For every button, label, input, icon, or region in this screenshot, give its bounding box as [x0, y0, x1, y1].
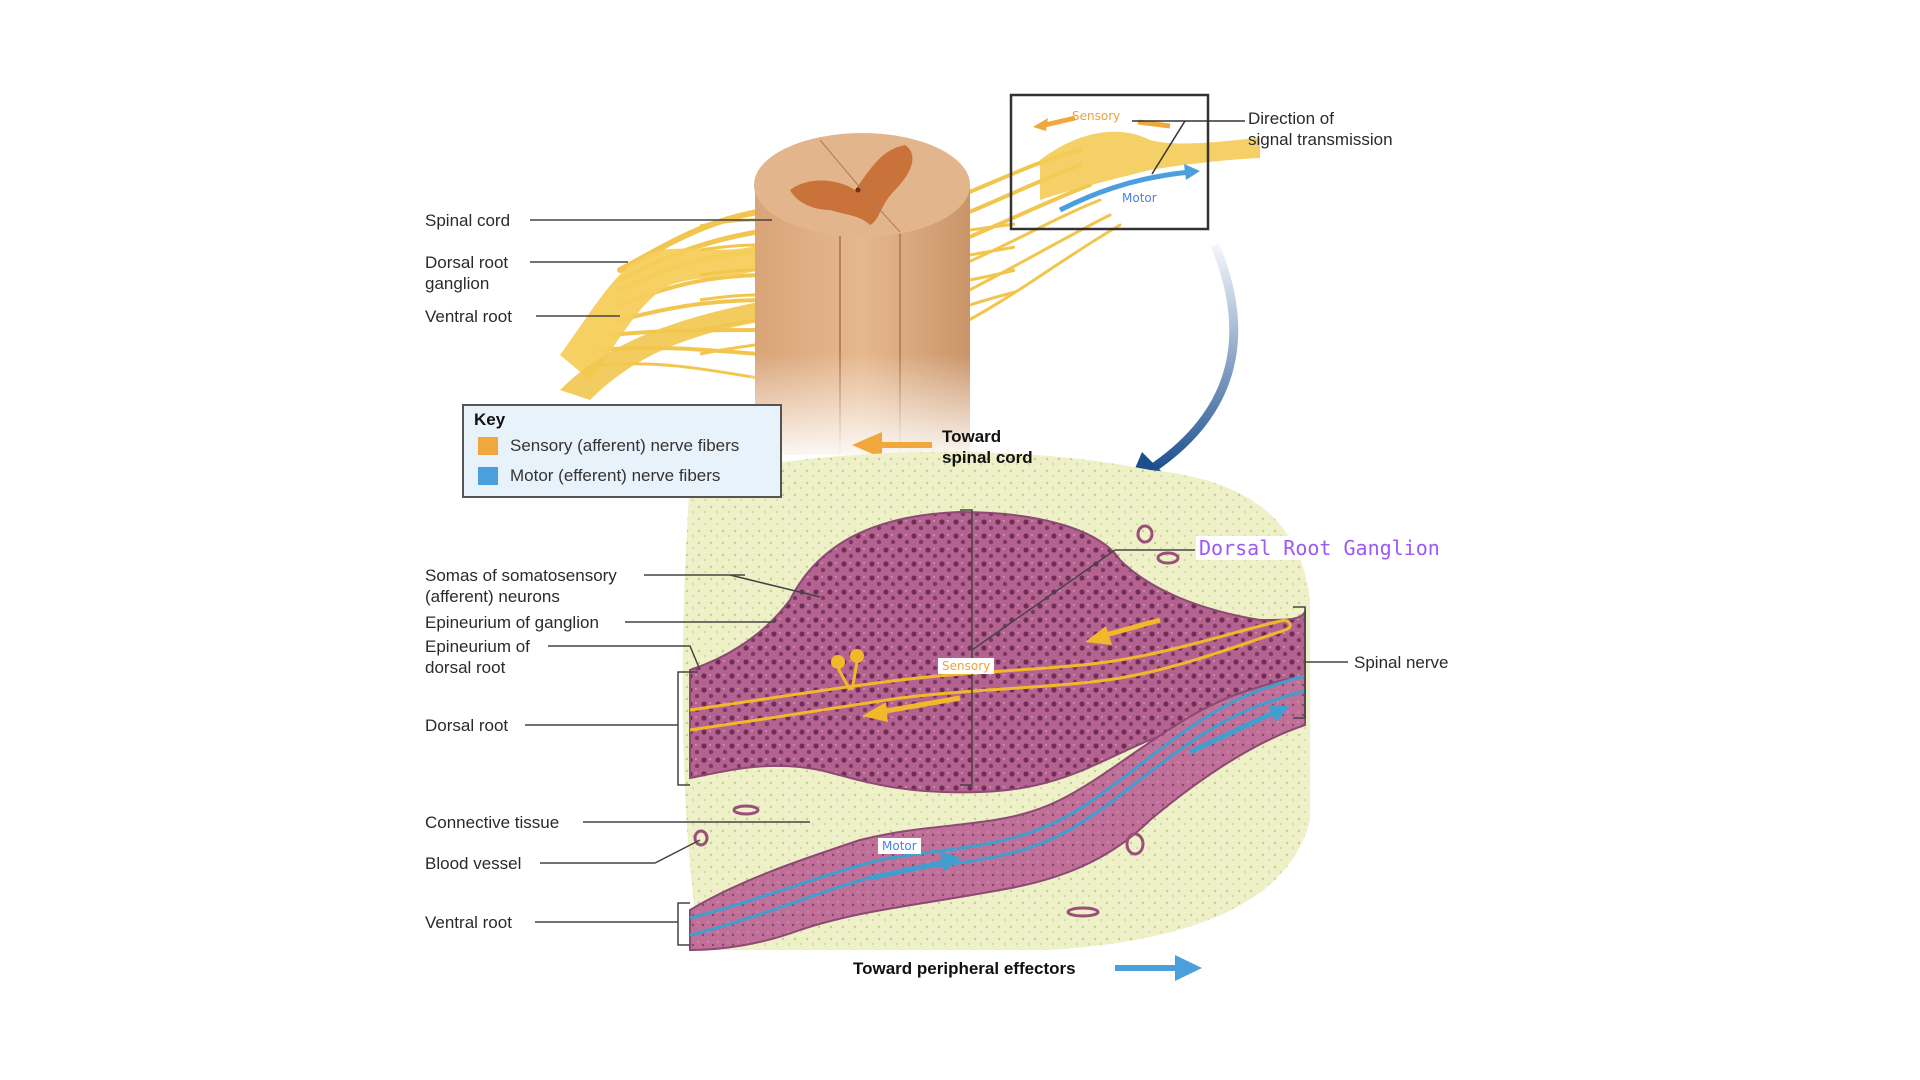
label-line: spinal cord: [942, 448, 1033, 467]
label-line: ganglion: [425, 274, 490, 293]
direction-of-signal-label: Direction of signal transmission: [1248, 108, 1393, 150]
neuron-somas: [831, 649, 864, 691]
key-item-sensory: Sensory (afferent) nerve fibers: [478, 436, 739, 456]
sensory-direction-arrow: [1044, 115, 1076, 128]
dorsal-root-ganglion-shape: [560, 245, 760, 380]
label-line: Dorsal root: [425, 253, 509, 272]
label-ventral-root-top: Ventral root: [425, 307, 512, 326]
key-title: Key: [474, 410, 506, 429]
label-ventral-root: Ventral root: [425, 913, 512, 932]
inset-motor-label: Motor: [1122, 191, 1157, 205]
label-blood-vessel: Blood vessel: [425, 854, 522, 873]
sensory-fibers: [689, 618, 1292, 732]
label-line: Somas of somatosensory: [425, 566, 617, 585]
label-connective-tissue: Connective tissue: [425, 813, 560, 832]
sensory-swatch: [478, 437, 498, 455]
key-label: Sensory (afferent) nerve fibers: [510, 436, 740, 455]
dorsal-root-ganglion-annotation: Dorsal Root Ganglion: [1196, 536, 1443, 560]
label-epineurium-ganglion: Epineurium of ganglion: [425, 613, 599, 632]
ventral-root-shape: [560, 300, 770, 400]
motor-fibers: [689, 674, 1306, 937]
label-spinal-cord: Spinal cord: [425, 211, 511, 230]
ventral-root-tissue: [689, 676, 1306, 952]
key-item-motor: Motor (efferent) nerve fibers: [478, 466, 720, 486]
sensory-tag: Sensory: [938, 658, 995, 674]
dorsal-root-ganglion-tissue: [689, 510, 1306, 794]
spinal-cord-illustration: [750, 133, 975, 465]
label-line: dorsal root: [425, 658, 506, 677]
motor-tag: Motor: [878, 838, 921, 854]
spinal-nerve-shape: [1040, 131, 1260, 200]
label-dorsal-root-ganglion: Dorsal root ganglion: [425, 252, 508, 294]
label-dorsal-root: Dorsal root: [425, 716, 509, 735]
rootlets: [699, 218, 1016, 356]
label-line: Toward: [942, 427, 1002, 446]
toward-spinal-cord-label: Toward spinal cord: [942, 426, 1033, 468]
legend-key: Key Sensory (afferent) nerve fibers Moto…: [462, 404, 782, 498]
inset-box: [1009, 93, 1210, 231]
label-line: (afferent) neurons: [425, 587, 560, 606]
zoom-curved-arrow: [1147, 243, 1239, 474]
key-label: Motor (efferent) nerve fibers: [510, 466, 721, 485]
callout-line-1: Direction of: [1248, 109, 1334, 128]
toward-peripheral-effectors-label: Toward peripheral effectors: [853, 959, 1076, 978]
label-spinal-nerve: Spinal nerve: [1354, 653, 1449, 672]
label-epineurium-dorsal-root: Epineurium of dorsal root: [425, 636, 530, 678]
motor-direction-arrow: [1058, 169, 1191, 213]
motor-swatch: [478, 467, 498, 485]
callout-line-2: signal transmission: [1248, 130, 1393, 149]
inset-sensory-label: Sensory: [1072, 109, 1121, 123]
label-somas: Somas of somatosensory (afferent) neuron…: [425, 565, 617, 607]
label-line: Epineurium of: [425, 637, 530, 656]
blood-vessels: [693, 524, 1180, 918]
